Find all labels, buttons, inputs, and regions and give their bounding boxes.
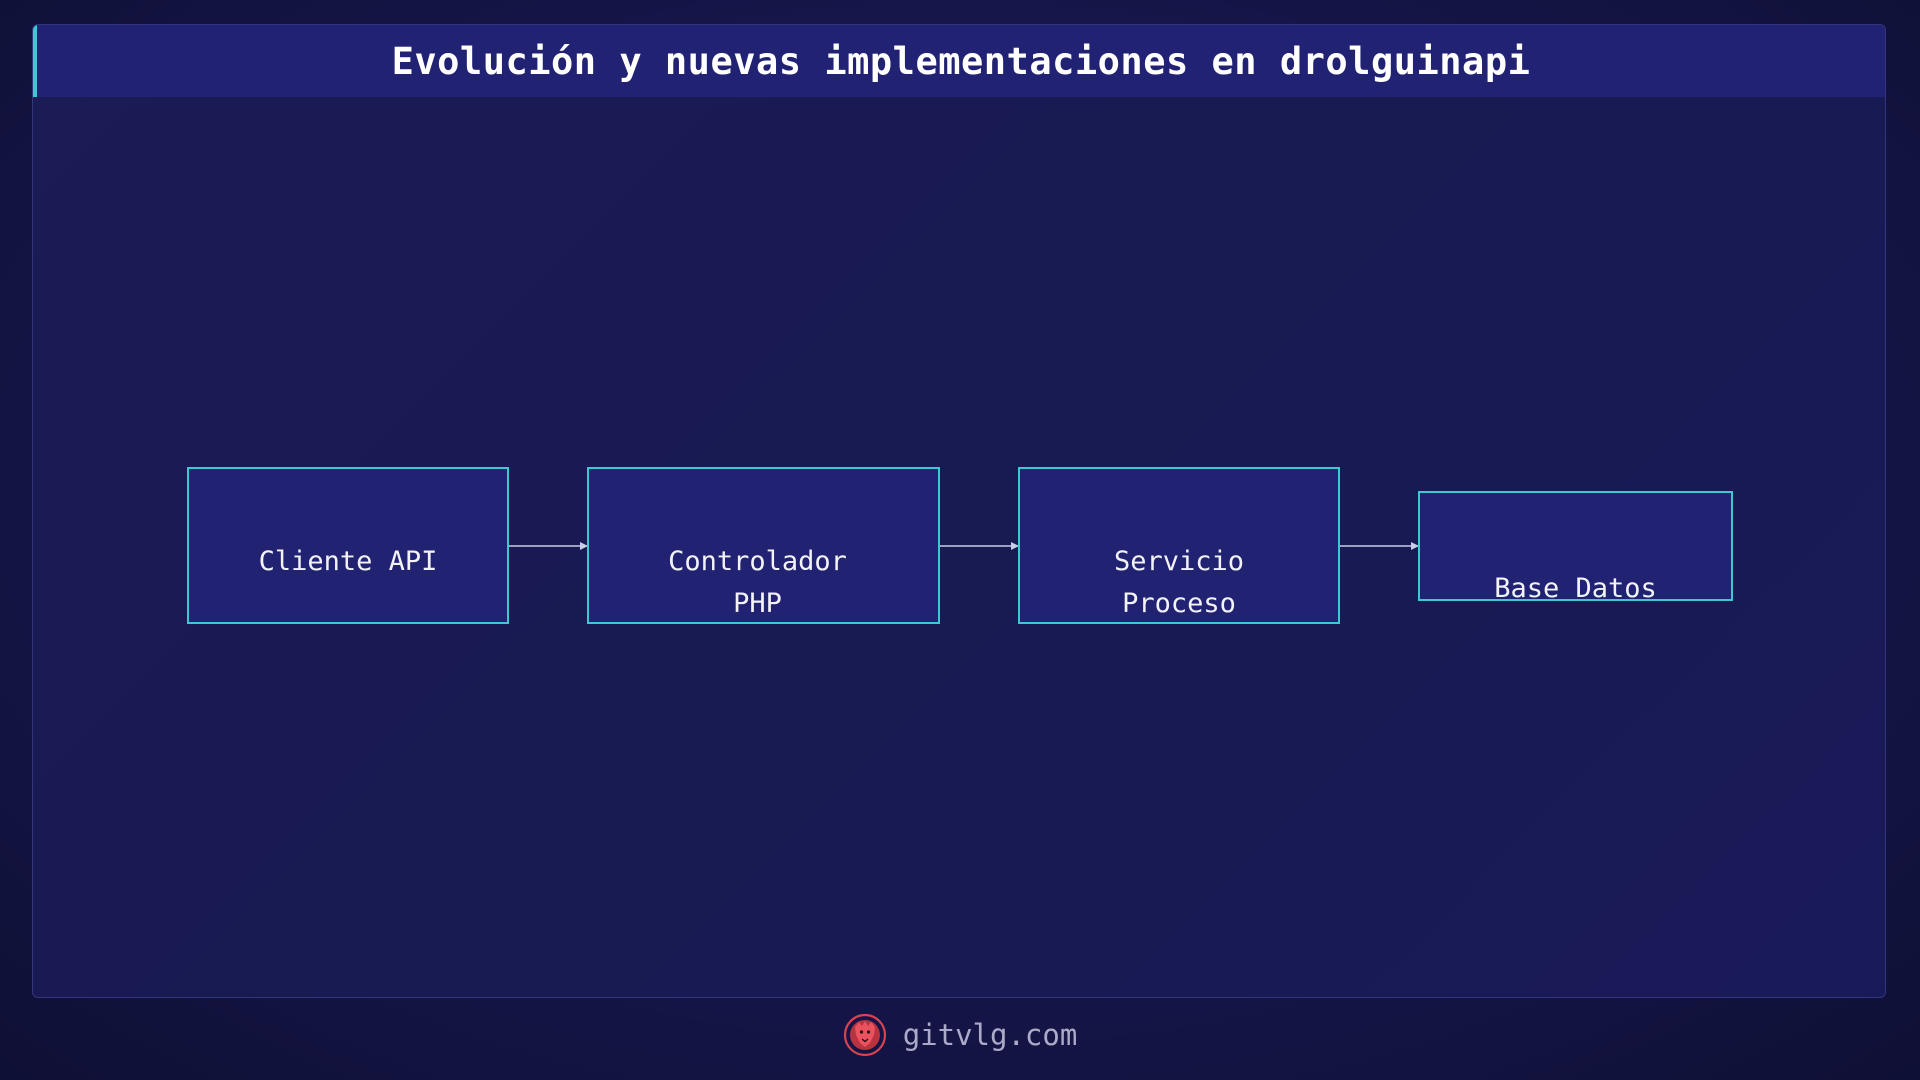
node-cliente-api: Cliente API <box>187 467 509 624</box>
footer: gitvlg.com <box>0 1010 1920 1060</box>
node-label: Cliente API <box>258 546 438 577</box>
lion-logo-icon <box>843 1013 886 1057</box>
title-bar: Evolución y nuevas implementaciones en d… <box>33 25 1885 97</box>
node-controlador-php: Controlador PHP <box>587 467 940 624</box>
diagram-title: Evolución y nuevas implementaciones en d… <box>391 39 1531 83</box>
node-base-datos: Base Datos <box>1418 491 1733 604</box>
node-label: Servicio Proceso <box>1113 546 1245 619</box>
node-label: Base Datos <box>1494 573 1657 604</box>
node-servicio-proceso: Servicio Proceso <box>1018 467 1340 624</box>
node-label: Controlador PHP <box>668 546 847 619</box>
footer-site-text: gitvlg.com <box>902 1018 1078 1052</box>
